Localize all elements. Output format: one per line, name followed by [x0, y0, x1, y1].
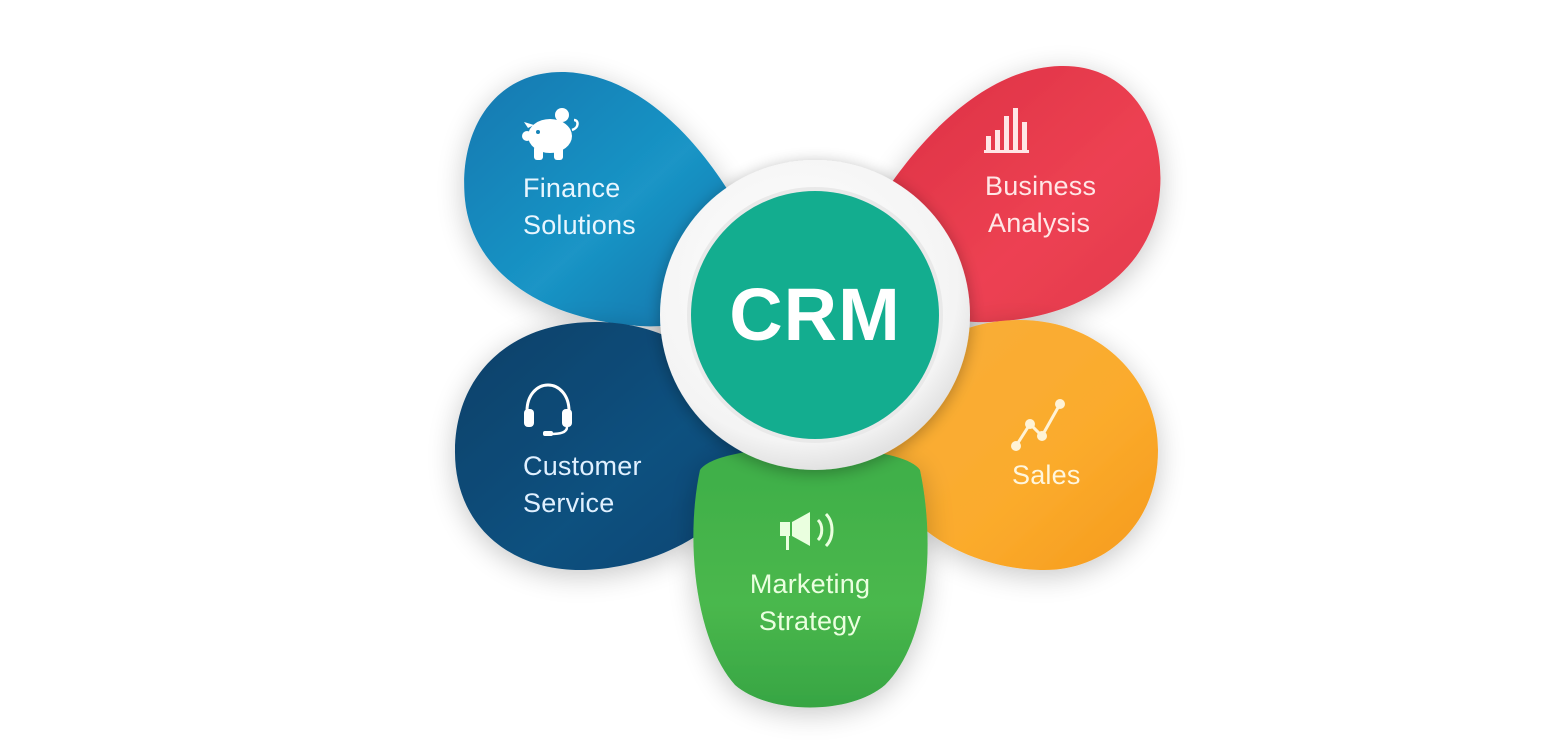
label-line: Business: [985, 171, 1097, 201]
label-line: Marketing: [749, 569, 871, 599]
label-line: Solutions: [523, 210, 636, 240]
center-label: CRM: [729, 273, 901, 356]
petal-finance-label: Finance Solutions: [523, 170, 636, 244]
label-line: Strategy: [758, 606, 862, 636]
petal-customer-label: Customer Service: [523, 448, 642, 522]
label-line: Service: [523, 488, 615, 518]
petal-business-label: Business Analysis: [985, 168, 1096, 242]
label-line: Customer: [523, 451, 642, 481]
petal-customer: [454, 321, 747, 571]
headset-icon: [524, 383, 572, 436]
petal-marketing: [693, 447, 928, 708]
bar-chart-icon: [984, 108, 1029, 153]
label-line: Finance: [523, 173, 621, 203]
petal-sales-label: Sales: [1012, 457, 1081, 494]
piggy-bank-icon: [522, 108, 579, 160]
petal-marketing-label: Marketing Strategy: [738, 566, 882, 640]
megaphone-icon: [780, 512, 834, 550]
label-line: Sales: [1012, 460, 1081, 490]
center-circle: [691, 191, 939, 439]
line-chart-icon: [1011, 399, 1065, 451]
label-line: Analysis: [988, 208, 1091, 238]
